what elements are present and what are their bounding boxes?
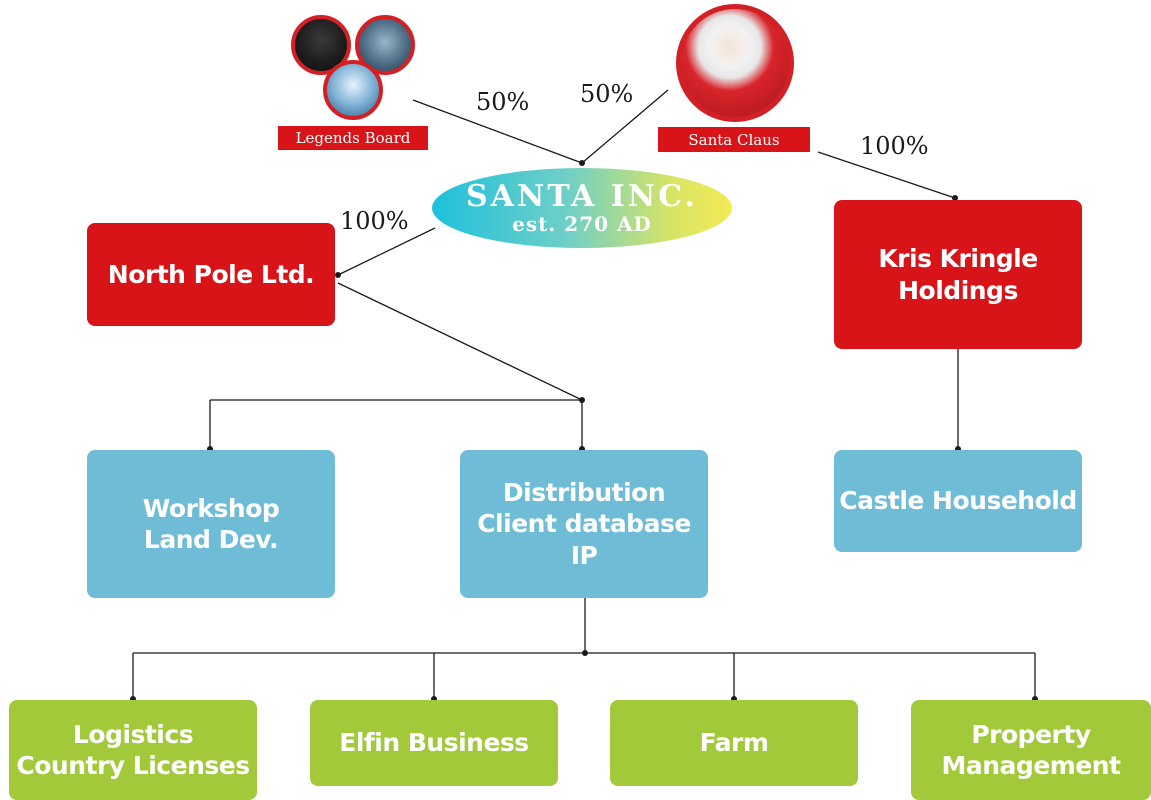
property-management-node: Property Management bbox=[911, 700, 1151, 800]
santa-stake-label: 50% bbox=[580, 80, 634, 108]
santa-portrait-icon bbox=[676, 4, 794, 122]
elfin-business-node: Elfin Business bbox=[310, 700, 558, 786]
santa-inc-subtitle: est. 270 AD bbox=[512, 212, 652, 236]
kris-kringle-label: Kris Kringle Holdings bbox=[878, 244, 1038, 305]
property-management-label: Property Management bbox=[941, 719, 1121, 780]
castle-household-label: Castle Household bbox=[839, 486, 1077, 516]
workshop-node: Workshop Land Dev. bbox=[87, 450, 335, 598]
north-pole-label: North Pole Ltd. bbox=[107, 259, 315, 289]
farm-label: Farm bbox=[699, 728, 769, 758]
logistics-node: Logistics Country Licenses bbox=[9, 700, 257, 800]
kris-kringle-stake-label: 100% bbox=[860, 132, 929, 160]
farm-node: Farm bbox=[610, 700, 858, 786]
logistics-label: Logistics Country Licenses bbox=[16, 719, 250, 780]
santa-claus-label: Santa Claus bbox=[658, 127, 810, 152]
north-pole-stake-label: 100% bbox=[340, 207, 409, 235]
workshop-label: Workshop Land Dev. bbox=[142, 493, 280, 554]
castle-household-node: Castle Household bbox=[834, 450, 1082, 552]
legend-portrait-icon bbox=[291, 15, 351, 75]
elfin-business-label: Elfin Business bbox=[339, 728, 529, 758]
kris-kringle-node: Kris Kringle Holdings bbox=[834, 200, 1082, 349]
santa-inc-node: SANTA INC. est. 270 AD bbox=[432, 168, 732, 248]
legends-board-label: Legends Board bbox=[278, 126, 428, 150]
santa-inc-title: SANTA INC. bbox=[465, 179, 699, 214]
distribution-node: Distribution Client database IP bbox=[460, 450, 708, 598]
legends-stake-label: 50% bbox=[476, 88, 530, 116]
distribution-label: Distribution Client database IP bbox=[477, 478, 691, 570]
legend-portrait-icon bbox=[323, 60, 383, 120]
north-pole-node: North Pole Ltd. bbox=[87, 223, 335, 326]
